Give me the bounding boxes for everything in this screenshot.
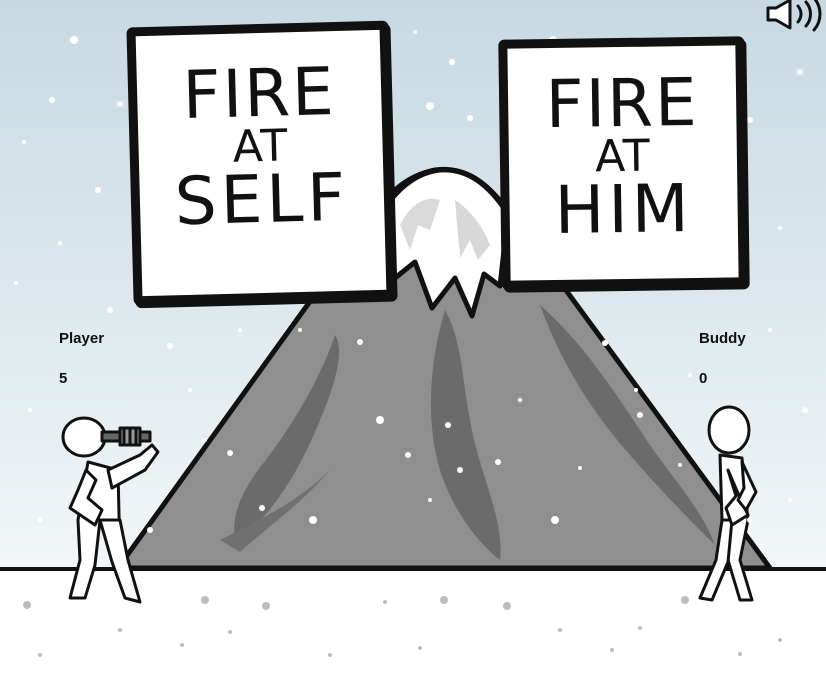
- fire-at-him-line3: HIM: [554, 170, 694, 249]
- fire-at-self-line3: SELF: [173, 158, 351, 241]
- buddy-character: [698, 405, 758, 602]
- player-score: 5: [59, 370, 68, 387]
- fire-at-self-button[interactable]: FIRE AT SELF: [126, 20, 396, 306]
- ground: [0, 568, 826, 688]
- buddy-name-label: Buddy: [699, 330, 746, 347]
- ground-pebbles: [23, 596, 782, 657]
- mountain: [115, 166, 773, 571]
- fire-at-him-line1: FIRE: [545, 63, 700, 144]
- speaker-icon: [766, 0, 822, 32]
- fire-at-him-button[interactable]: FIRE AT HIM: [498, 36, 748, 290]
- fire-at-self-line1: FIRE: [181, 53, 337, 135]
- player-name-label: Player: [59, 330, 105, 347]
- buddy-score: 0: [699, 370, 708, 387]
- sound-toggle-button[interactable]: [762, 0, 826, 36]
- player-character: [61, 416, 160, 604]
